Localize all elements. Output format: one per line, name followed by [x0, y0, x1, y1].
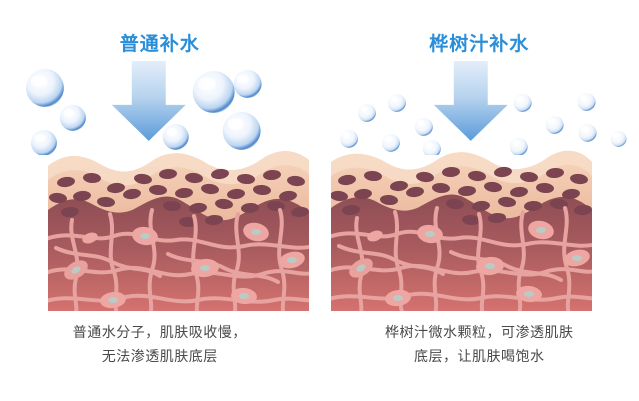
bubbles-and-arrow-birch: [320, 55, 639, 158]
caption-line-2: 无法渗透肌肤底层: [101, 348, 218, 364]
epidermis-cells: [331, 166, 592, 226]
fibroblast-cells: [349, 220, 590, 307]
bubbles-and-arrow-ordinary: [0, 55, 320, 156]
panel-ordinary-water: 普通补水: [0, 34, 320, 368]
epidermis-cells: [49, 168, 309, 228]
panel-title-birch: 桦树汁补水: [429, 34, 530, 55]
water-bubble-group: [339, 92, 627, 158]
water-bubble-group: [25, 68, 262, 156]
down-arrow-icon: [433, 60, 508, 141]
panel-title-ordinary: 普通补水: [119, 34, 200, 55]
caption-line-1: 桦树汁微水颗粒，可渗透肌肤: [385, 324, 574, 340]
caption-ordinary: 普通水分子，肌肤吸收慢， 无法渗透肌肤底层: [0, 320, 320, 368]
fibroblast-cells: [64, 222, 305, 309]
caption-line-1: 普通水分子，肌肤吸收慢，: [72, 324, 247, 340]
collagen-fibers: [48, 208, 309, 311]
caption-line-2: 底层，让肌肤喝饱水: [414, 348, 545, 364]
skin-diagram-ordinary: [48, 148, 309, 311]
down-arrow-icon: [111, 60, 186, 141]
panel-birch-sap-water: 桦树汁补水: [320, 0, 639, 401]
skin-diagram-birch: [331, 148, 592, 311]
caption-birch: 桦树汁微水颗粒，可渗透肌肤 底层，让肌肤喝饱水: [320, 320, 639, 368]
